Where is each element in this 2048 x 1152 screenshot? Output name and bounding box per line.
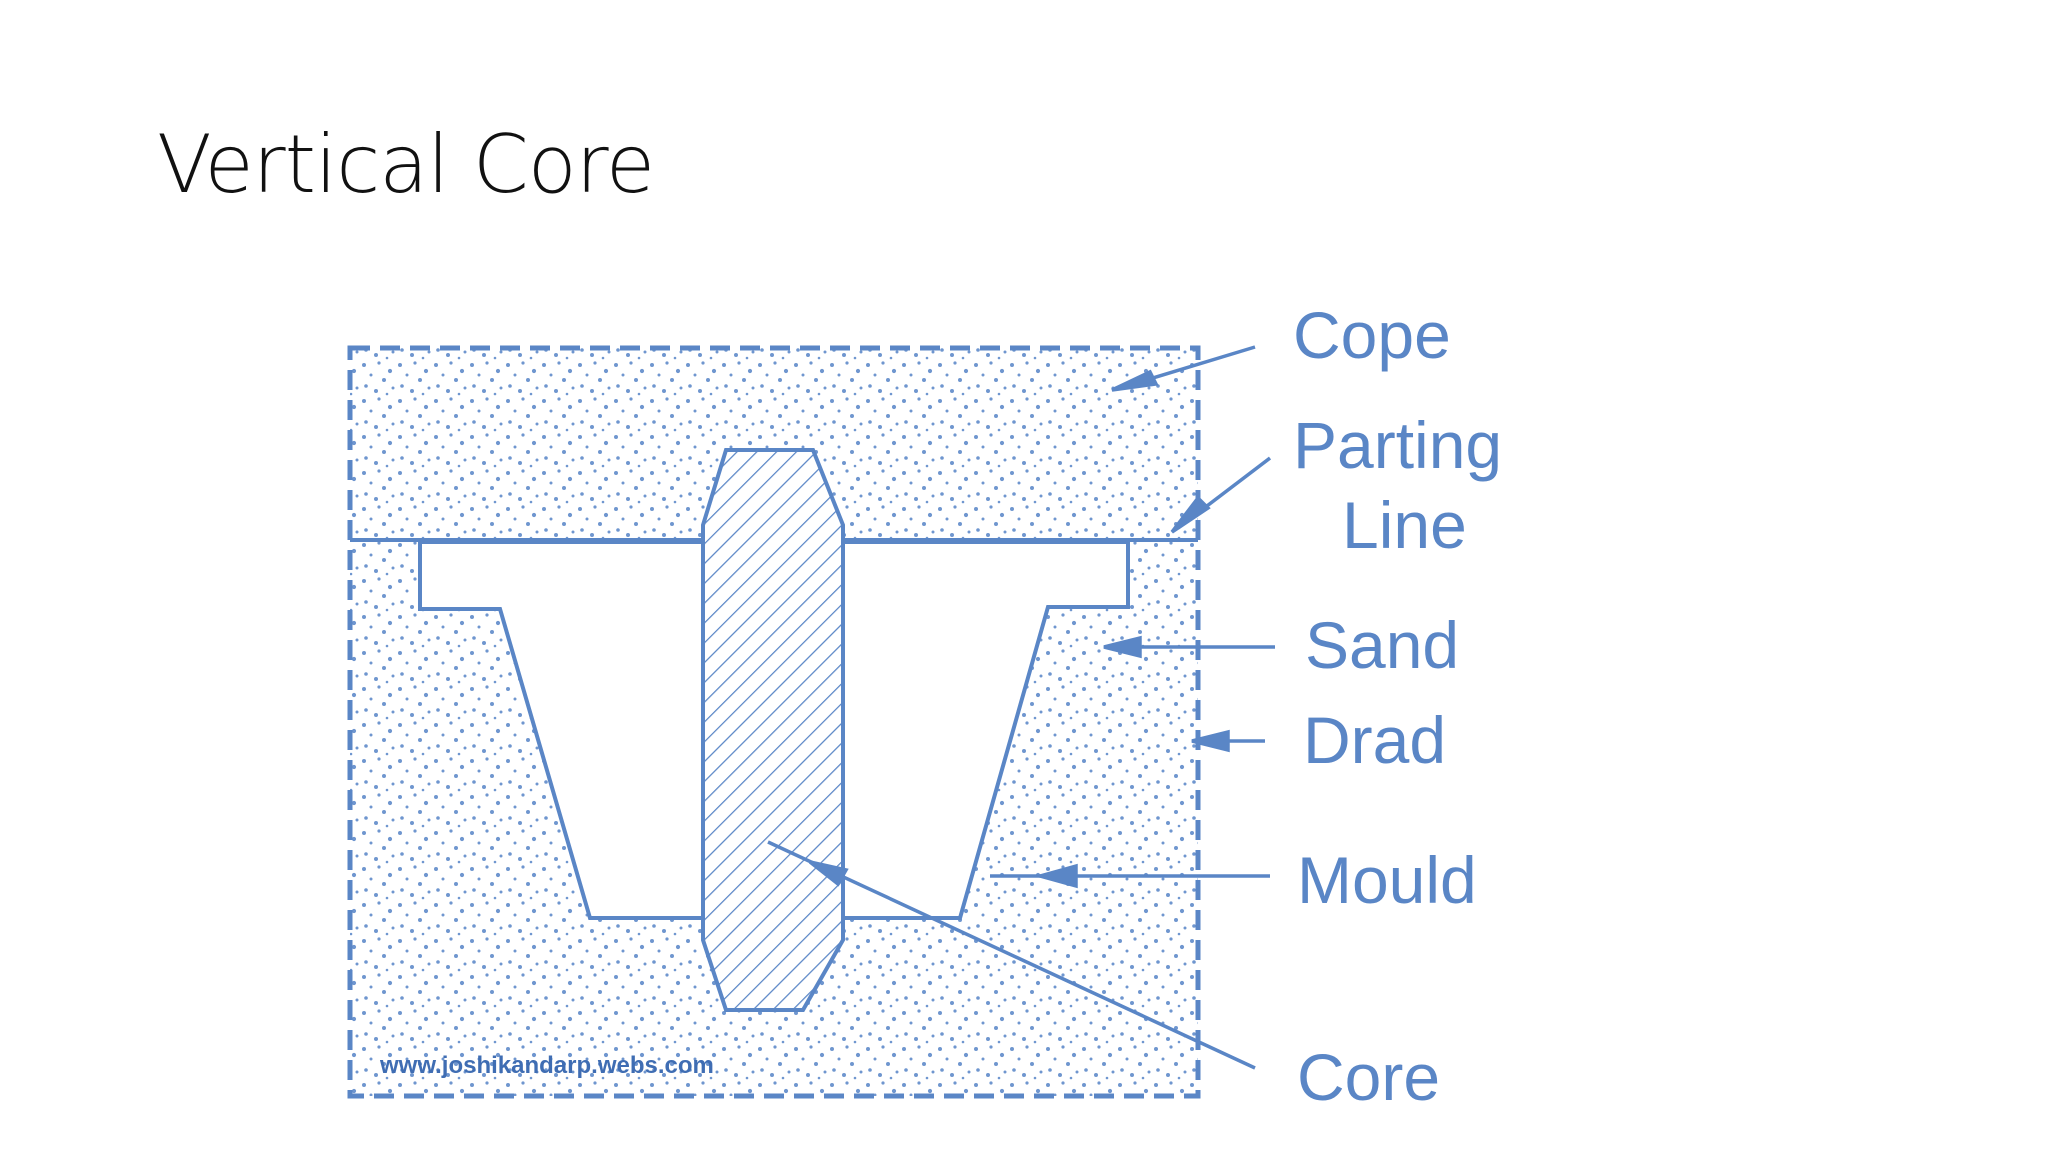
slide-title: Vertical Core: [157, 118, 655, 211]
label-parting-line-1: Parting: [1293, 408, 1502, 482]
flask-outline: [347, 345, 1201, 1099]
label-sand: Sand: [1305, 608, 1459, 682]
label-core: Core: [1297, 1040, 1440, 1114]
label-mould: Mould: [1297, 843, 1477, 917]
label-drad: Drad: [1303, 703, 1446, 777]
label-cope: Cope: [1293, 298, 1451, 372]
label-parting-line-2: Line: [1342, 488, 1467, 562]
leader-lines: [767, 345, 1275, 1070]
credit-text: www.joshikandarp.webs.com: [379, 1052, 714, 1079]
